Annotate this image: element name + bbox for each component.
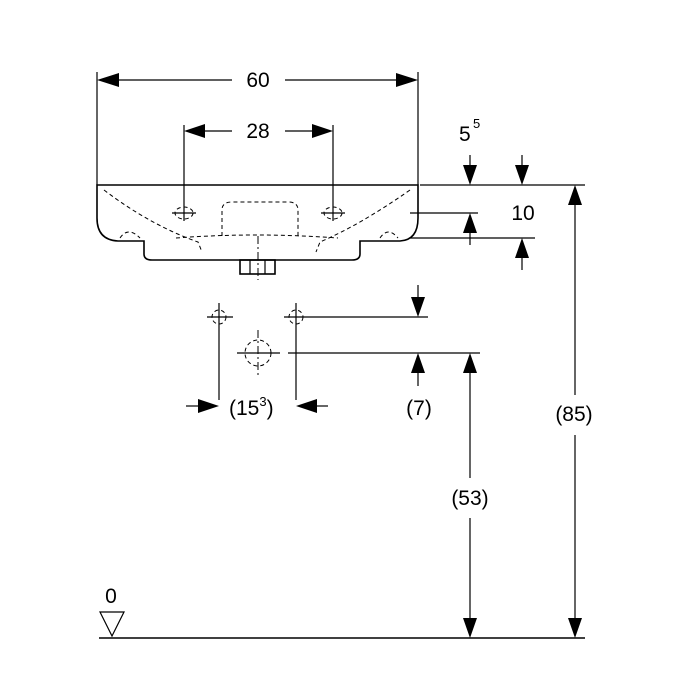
supply-connection-left [207, 303, 233, 400]
bowl-foot-right [379, 231, 399, 239]
overall-width-label: 60 [246, 69, 269, 92]
rim-height-label: (85) [555, 403, 592, 426]
rim-thickness-superscript: 5 [473, 116, 480, 131]
tap-hole-spacing-label: 28 [246, 120, 269, 143]
supply-offset-label: (7) [406, 397, 432, 420]
floor-level-marker-icon [99, 611, 125, 638]
overflow-hidden-line [221, 201, 299, 236]
basin-outline [96, 184, 419, 261]
waste-height-dimension: (53) [451, 353, 489, 638]
bowl-hidden-line [103, 189, 411, 253]
supply-connections [207, 303, 428, 400]
waste-height-label: (53) [451, 487, 488, 510]
supply-connection-right [284, 303, 310, 400]
floor-level: 0 [99, 585, 585, 639]
supply-offset-dimension: (7) [406, 285, 432, 420]
rim-thickness-label: 5 [459, 123, 471, 146]
washbasin-elevation [96, 184, 419, 280]
waste-connection [237, 330, 480, 378]
connection-spacing-label: (153) [229, 394, 274, 420]
basin-depth-dimension: 10 [410, 155, 535, 270]
connection-spacing-dimension: (153) [186, 394, 328, 420]
rim-thickness-dimension: 5 5 [410, 116, 585, 245]
bowl-bottom-hidden-line [175, 234, 339, 239]
tap-hole-right [321, 205, 345, 221]
width-dimension: 60 [96, 69, 419, 185]
rim-height-dimension: (85) [555, 185, 593, 638]
bowl-foot-left [119, 231, 141, 239]
floor-level-label: 0 [105, 585, 117, 608]
basin-depth-label: 10 [511, 202, 534, 225]
tap-spacing-dimension: 28 [183, 120, 334, 205]
tap-hole-left [172, 205, 196, 221]
